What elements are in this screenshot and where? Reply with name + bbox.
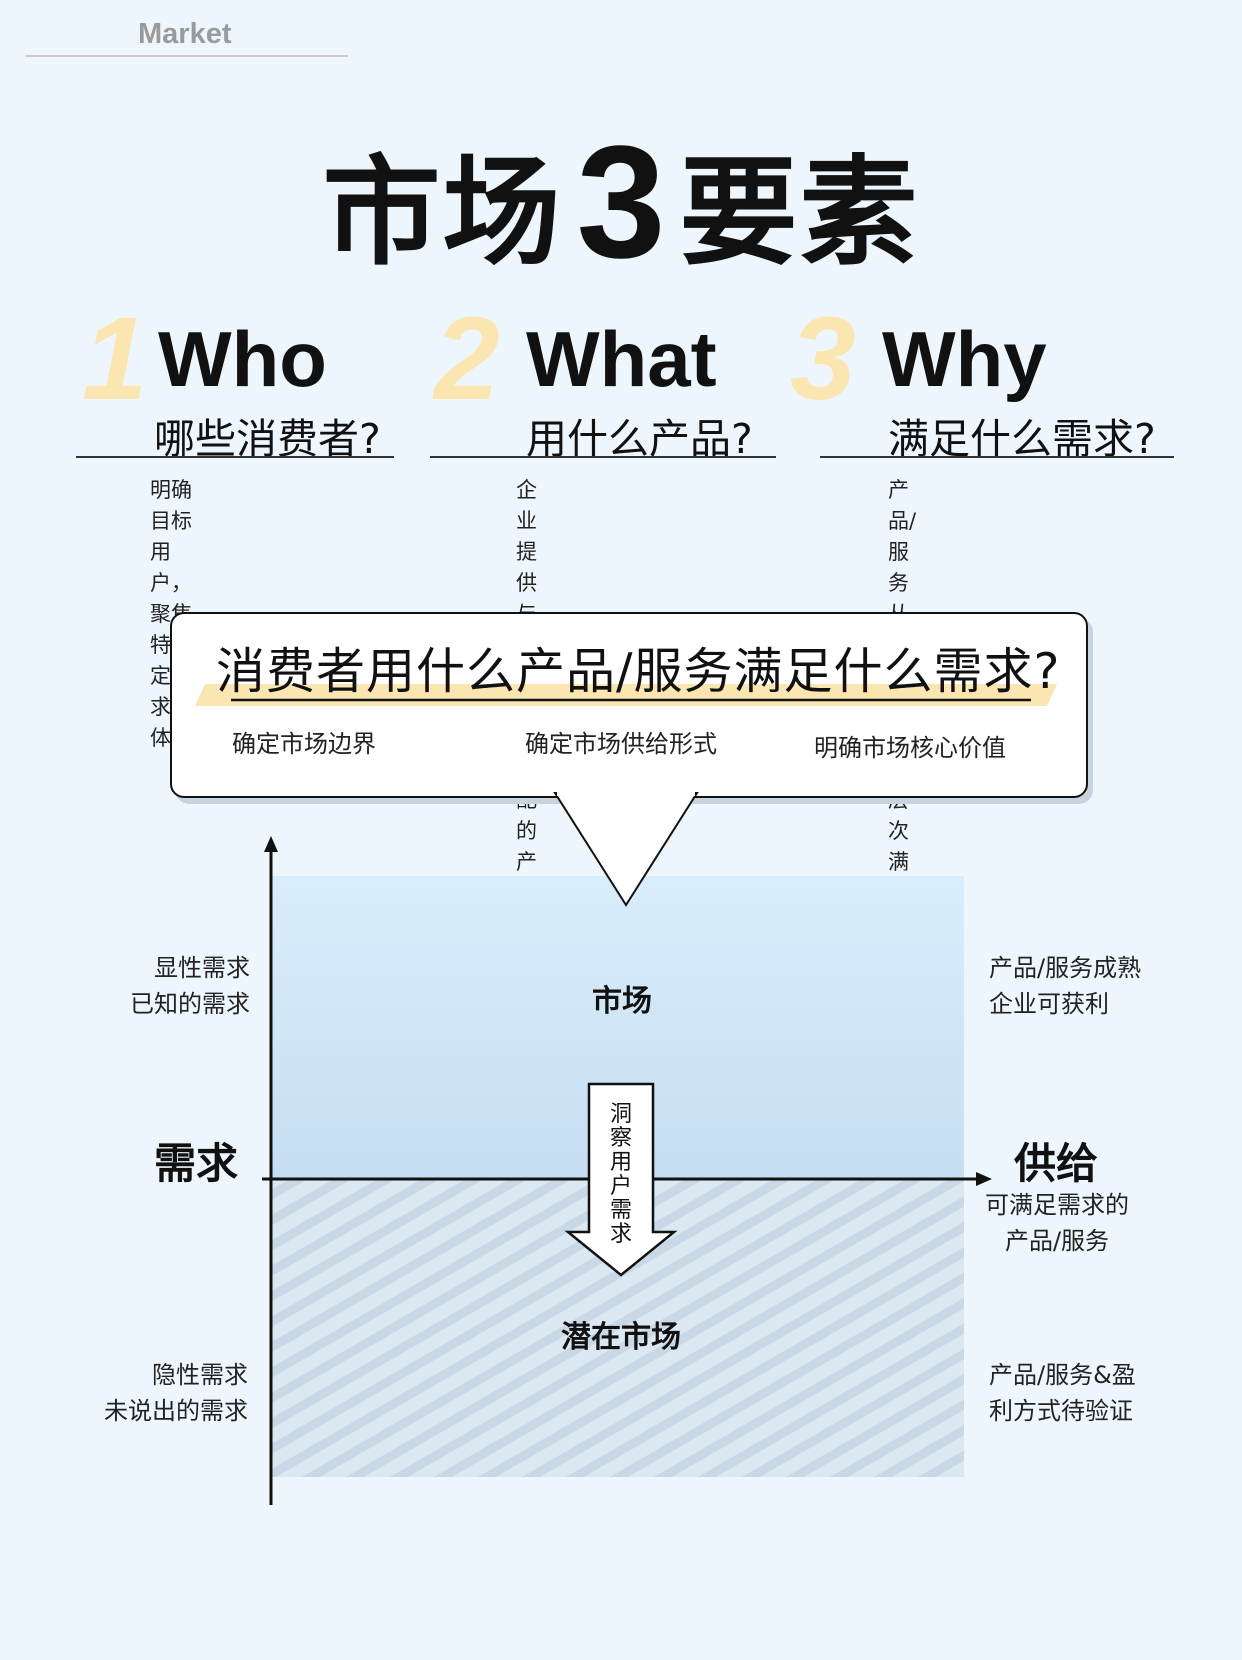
- callout-note-core-value: 明确市场核心价值: [814, 734, 1006, 762]
- element-rule: [430, 456, 776, 458]
- supply-axis-arrowhead: [976, 1172, 992, 1186]
- element-number: 3: [790, 293, 856, 425]
- note-line: 产品/服务成熟: [989, 954, 1142, 982]
- callout-note-boundary: 确定市场边界: [232, 730, 376, 758]
- implicit-demand-note: 隐性需求 未说出的需求: [80, 1357, 248, 1429]
- element-rule: [820, 456, 1174, 458]
- callout-note-supply-form: 确定市场供给形式: [525, 730, 717, 758]
- element-number: 2: [434, 293, 500, 425]
- title-prefix: 市场: [322, 143, 563, 282]
- insight-arrow-label: 洞察用户需求: [609, 1102, 632, 1247]
- potential-market-label: 潜在市场: [561, 1320, 681, 1355]
- element-question: 满足什么需求?: [888, 415, 1156, 463]
- element-english: Who: [158, 315, 327, 403]
- supply-definition-note: 可满足需求的 产品/服务: [982, 1187, 1132, 1259]
- market-tag: Market: [138, 18, 232, 50]
- market-label: 市场: [592, 984, 652, 1019]
- demand-axis-label: 需求: [154, 1139, 239, 1188]
- note-line: 利方式待验证: [989, 1397, 1133, 1425]
- insight-arrow: [564, 1082, 678, 1277]
- element-rule: [76, 456, 394, 458]
- element-english: Why: [882, 315, 1047, 403]
- note-line: 已知的需求: [130, 990, 250, 1018]
- question-highlight: [195, 684, 1057, 706]
- element-number: 1: [82, 293, 148, 425]
- supply-axis-label: 供给: [1014, 1139, 1099, 1188]
- description-line: 明确目标用户，聚焦特: [150, 478, 192, 657]
- element-english: What: [526, 315, 717, 403]
- note-line: 隐性需求: [152, 1361, 248, 1389]
- element-question: 哪些消费者?: [154, 415, 381, 463]
- note-line: 产品/服务&盈: [989, 1361, 1136, 1389]
- tag-underline: [26, 55, 348, 57]
- mature-supply-note: 产品/服务成熟 企业可获利: [989, 950, 1141, 1022]
- note-line: 企业可获利: [989, 990, 1109, 1018]
- title-suffix: 要素: [679, 143, 920, 282]
- explicit-demand-note: 显性需求 已知的需求: [120, 950, 250, 1022]
- unverified-supply-note: 产品/服务&盈 利方式待验证: [989, 1357, 1136, 1429]
- note-line: 可满足需求的: [985, 1191, 1129, 1219]
- note-line: 显性需求: [154, 954, 250, 982]
- element-question: 用什么产品?: [526, 415, 753, 463]
- demand-axis-arrowhead: [264, 836, 278, 852]
- note-line: 产品/服务: [1004, 1227, 1110, 1255]
- title-number: 3: [576, 112, 666, 291]
- note-line: 未说出的需求: [104, 1397, 248, 1425]
- core-question: 消费者用什么产品/服务满足什么需求?: [216, 643, 1061, 700]
